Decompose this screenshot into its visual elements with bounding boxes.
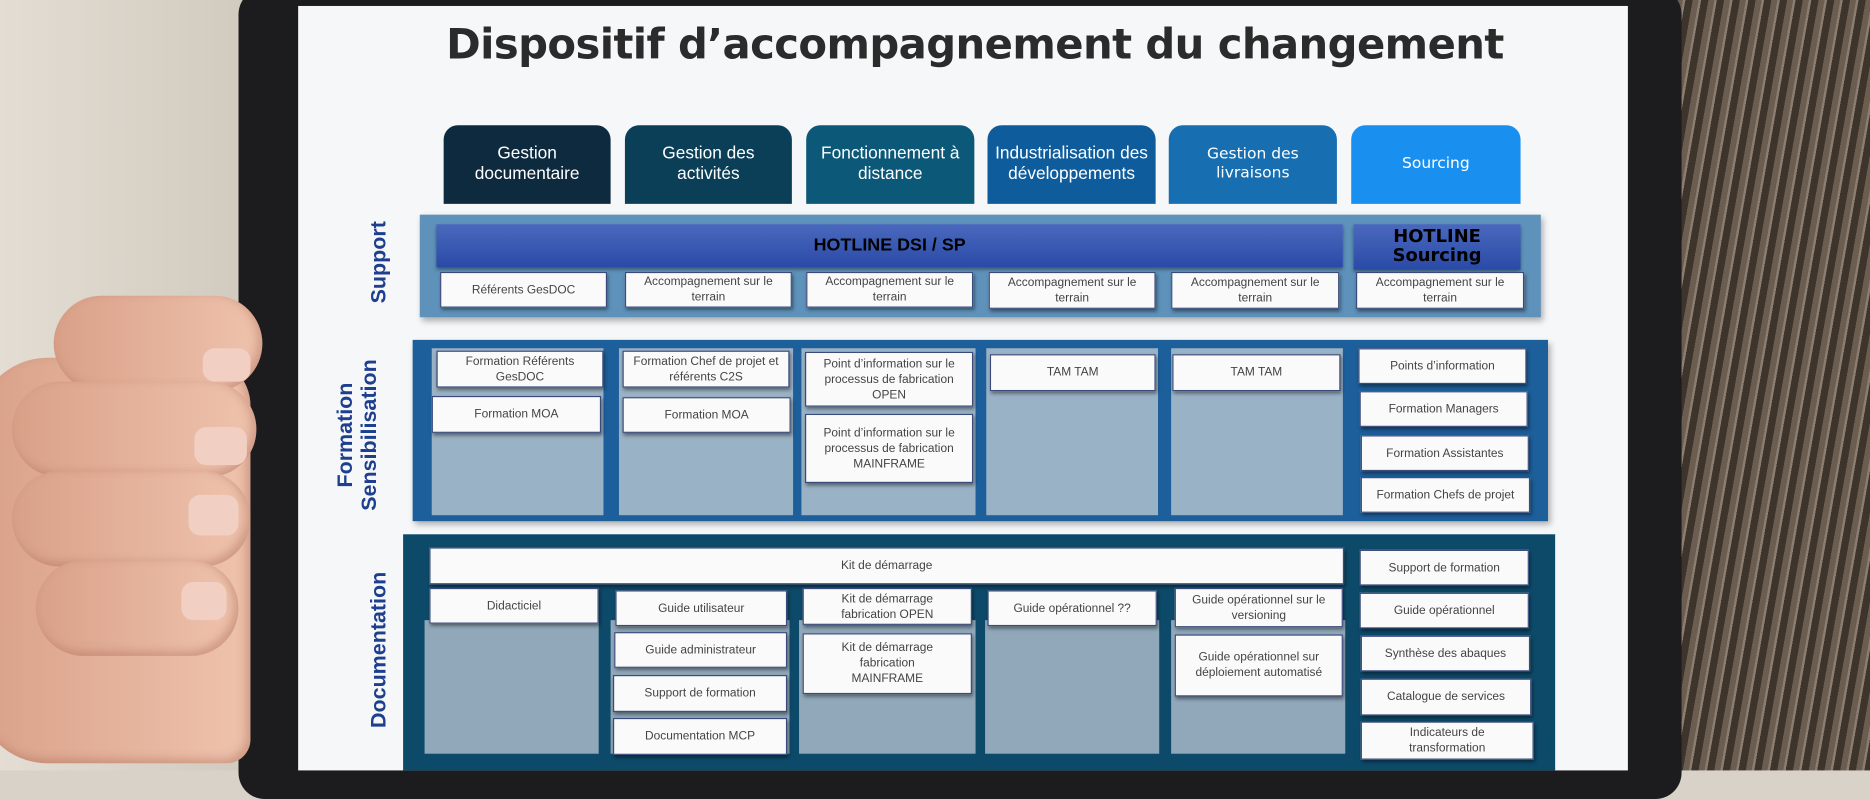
formation-card: Point d’information sur le processus de … [805, 413, 974, 484]
formation-card: Formation Chefs de projet [1360, 477, 1531, 513]
doc-card: Synthèse des abaques [1360, 635, 1531, 672]
doc-card: Support de formation [612, 675, 788, 712]
formation-card: Formation Managers [1359, 391, 1528, 427]
row-label-documentation: Documentation [366, 571, 391, 728]
slide-title: Dispositif d’accompagnement du changemen… [446, 21, 1504, 70]
doc-card: Guide opérationnel ?? [987, 590, 1157, 627]
column-header: Gestion documentaire [443, 125, 611, 204]
column-header: Industrialisation des développements [987, 125, 1156, 204]
doc-card: Guide opérationnel [1359, 592, 1529, 629]
formation-card: TAM TAM [989, 354, 1156, 392]
doc-card: Documentation MCP [612, 717, 788, 755]
column-header: Sourcing [1351, 125, 1521, 204]
row-label-formation: Formation Sensibilisation [332, 359, 381, 511]
hotline-sourcing: HOTLINE Sourcing [1353, 224, 1521, 270]
formation-card: Points d’information [1358, 348, 1527, 385]
doc-card: Guide utilisateur [615, 590, 788, 627]
doc-card: Catalogue de services [1360, 678, 1532, 716]
formation-card: Formation MOA [622, 397, 791, 433]
formation-card: TAM TAM [1172, 354, 1341, 392]
column-header: Gestion des activités [624, 125, 792, 204]
formation-card: Point d’information sur le processus de … [805, 351, 974, 407]
column-header: Fonctionnement à distance [806, 125, 975, 204]
doc-card: Guide opérationnel sur déploiement autom… [1174, 634, 1343, 697]
support-card: Accompagnement sur le terrain [988, 271, 1156, 309]
support-card: Accompagnement sur le terrain [1171, 271, 1340, 309]
support-card: Référents GesDOC [440, 271, 608, 308]
doc-card: Kit de démarrage fabrication MAINFRAME [802, 633, 972, 695]
support-card: Accompagnement sur le terrain [806, 271, 974, 308]
row-label-support: Support [366, 221, 391, 304]
formation-card: Formation Référents GesDOC [436, 350, 604, 388]
formation-card: Formation Chef de projet et référents C2… [622, 350, 790, 388]
hotline-dsi-sp: HOTLINE DSI / SP [436, 224, 1343, 268]
doc-card: Guide administrateur [614, 632, 788, 668]
formation-card: Formation MOA [431, 395, 602, 433]
formation-card: Formation Assistantes [1360, 435, 1529, 472]
doc-card: Kit de démarrage fabrication OPEN [802, 587, 972, 625]
support-card: Accompagnement sur le terrain [624, 271, 792, 308]
doc-card: Indicateurs de transformation [1360, 721, 1534, 760]
column-header: Gestion des livraisons [1168, 125, 1337, 204]
doc-card: Guide opérationnel sur le versioning [1174, 587, 1343, 628]
lane [985, 620, 1160, 754]
doc-card: Support de formation [1359, 549, 1529, 586]
background-knit [1669, 0, 1870, 771]
doc-card: Didacticiel [429, 587, 599, 624]
doc-card-kit: Kit de démarrage [429, 547, 1345, 585]
support-card: Accompagnement sur le terrain [1355, 271, 1525, 309]
lane [424, 620, 599, 754]
